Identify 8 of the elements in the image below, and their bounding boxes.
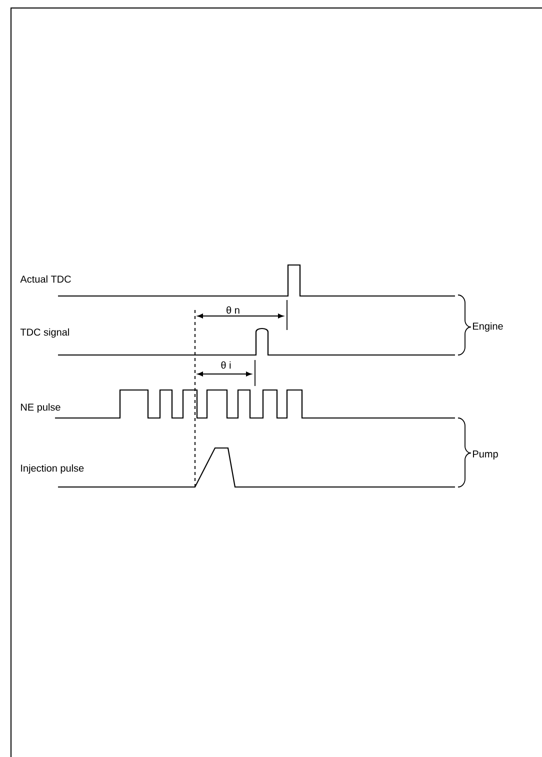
dimension-label: θ i <box>220 360 232 370</box>
group-label: Engine <box>473 322 503 332</box>
group-label: Pump <box>473 450 498 460</box>
signal-label: Injection pulse <box>21 464 84 474</box>
signal-label: NE pulse <box>21 403 60 413</box>
signal-label: Actual TDC <box>20 275 71 283</box>
dimension-label: θ n <box>225 305 241 315</box>
signal-label: TDC signal <box>20 328 69 338</box>
